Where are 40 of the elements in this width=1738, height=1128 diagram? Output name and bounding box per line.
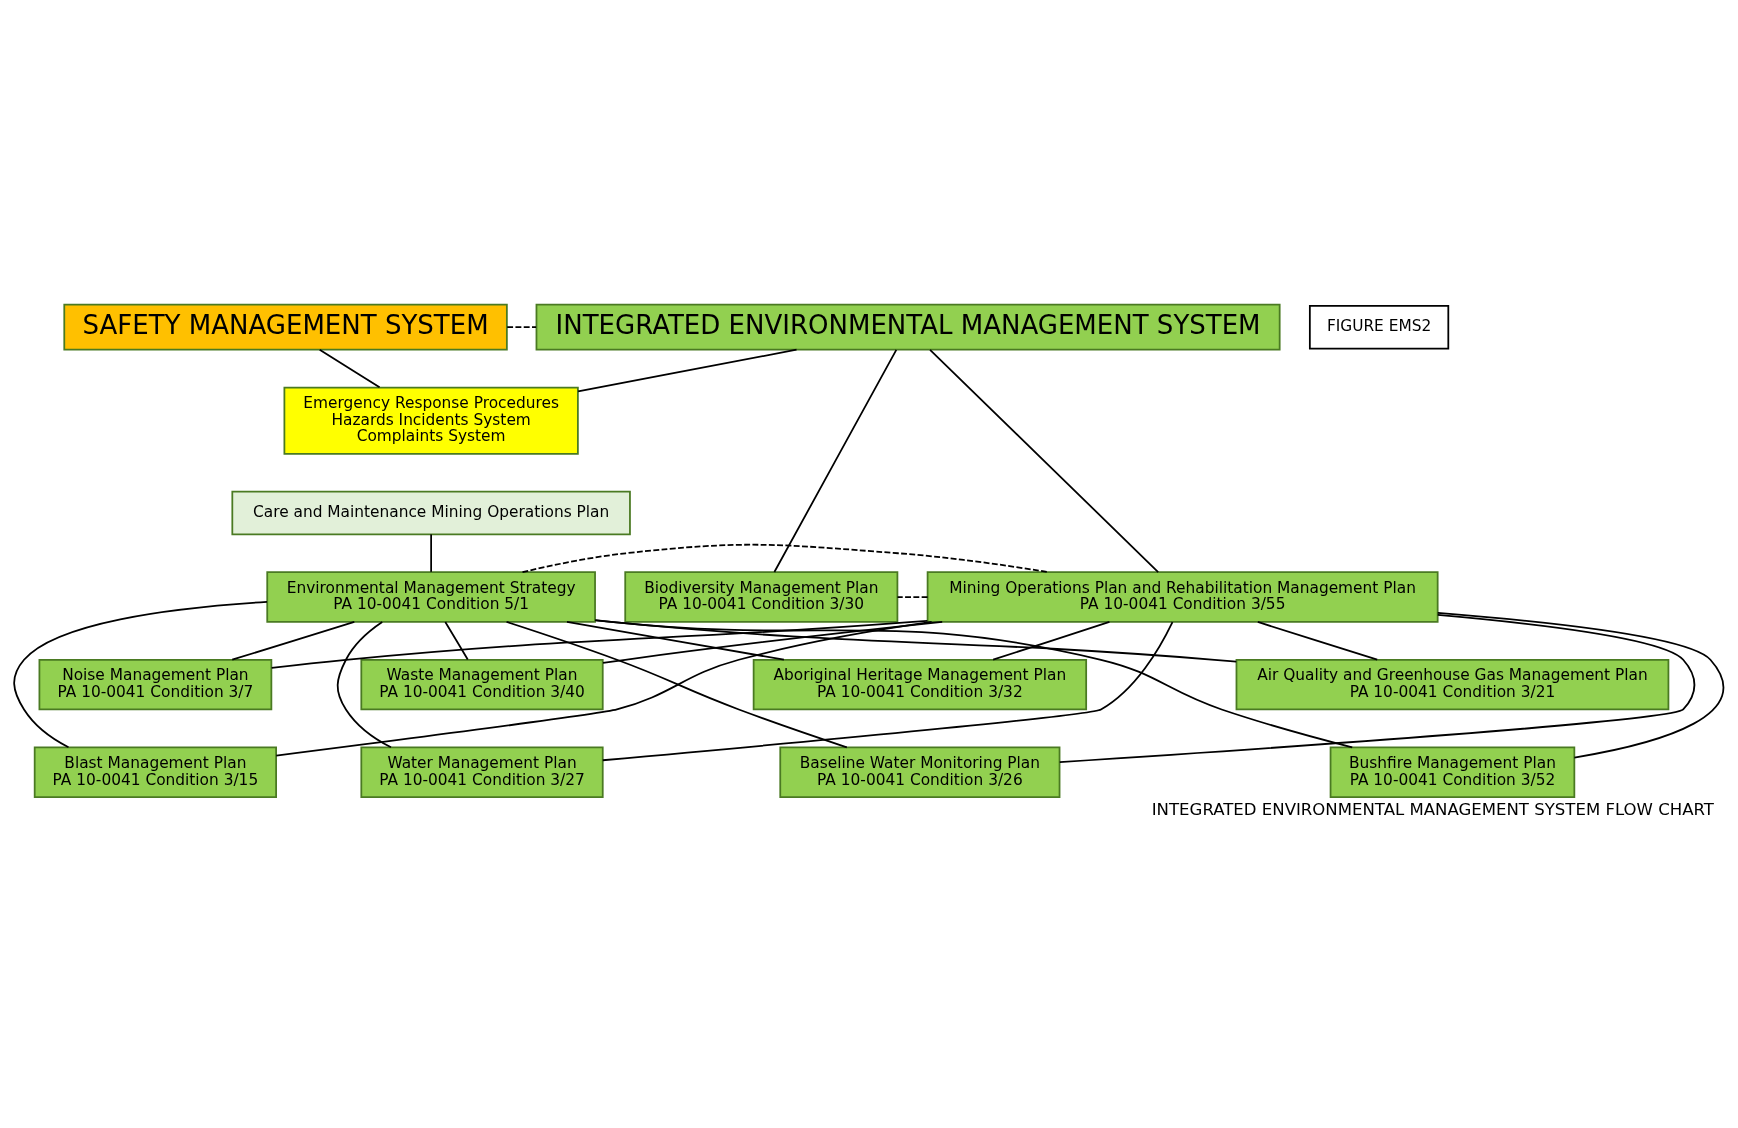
connector bbox=[318, 348, 381, 388]
node-box: SAFETY MANAGEMENT SYSTEM bbox=[63, 303, 508, 351]
connector bbox=[444, 620, 469, 660]
connector bbox=[521, 543, 1050, 573]
connector bbox=[1058, 613, 1696, 763]
connector bbox=[1436, 611, 1725, 758]
connector bbox=[577, 348, 798, 392]
connector bbox=[1256, 620, 1379, 661]
connector bbox=[336, 620, 392, 748]
node-box: INTEGRATED ENVIRONMENTAL MANAGEMENT SYSTEM bbox=[535, 303, 1281, 351]
connector bbox=[992, 620, 1111, 661]
connector bbox=[430, 533, 433, 573]
connector bbox=[270, 619, 929, 669]
connector bbox=[505, 620, 848, 748]
node-box: Water Management Plan PA 10-0041 Condition 3/27 bbox=[360, 745, 604, 798]
caption: INTEGRATED ENVIRONMENTAL MANAGEMENT SYSTEM FLOW CHART bbox=[1151, 799, 1714, 819]
node-box: Baseline Water Monitoring Plan PA 10-0041 Condition 3/26 bbox=[779, 745, 1061, 798]
connector bbox=[231, 620, 356, 661]
node-box: Blast Management Plan PA 10-0041 Condition 3/15 bbox=[33, 745, 277, 798]
node-box: Air Quality and Greenhouse Gas Management Plan PA 10-0041 Condition 3/21 bbox=[1235, 658, 1670, 710]
node-box: Emergency Response Procedures Hazards Incidents System Complaints System bbox=[283, 386, 579, 455]
node-box: Waste Management Plan PA 10-0041 Condition 3/40 bbox=[360, 658, 604, 710]
connector bbox=[13, 600, 268, 748]
connector bbox=[566, 620, 785, 661]
connector bbox=[601, 620, 1174, 761]
node-box: Noise Management Plan PA 10-0041 Condition 3/7 bbox=[38, 658, 273, 710]
node-box: Environmental Management Strategy PA 10-0041 Condition 5/1 bbox=[266, 570, 596, 623]
connector bbox=[602, 620, 944, 664]
node-box: Bushfire Management Plan PA 10-0041 Condition 3/52 bbox=[1329, 745, 1576, 798]
connector bbox=[506, 325, 537, 328]
connector bbox=[275, 620, 933, 757]
connector bbox=[594, 618, 1354, 748]
node-box: Mining Operations Plan and Rehabilitation Management Plan PA 10-0041 Condition 3/55 bbox=[926, 570, 1439, 623]
connector bbox=[896, 595, 929, 598]
node-box: Aboriginal Heritage Management Plan PA 10-0041 Condition 3/32 bbox=[752, 658, 1088, 710]
label: FIGURE EMS2 bbox=[1326, 316, 1432, 335]
connector bbox=[929, 348, 1160, 573]
connector bbox=[773, 348, 898, 573]
node-box: Care and Maintenance Mining Operations Plan bbox=[231, 490, 631, 535]
node-box: Biodiversity Management Plan PA 10-0041 Condition 3/30 bbox=[624, 570, 899, 623]
